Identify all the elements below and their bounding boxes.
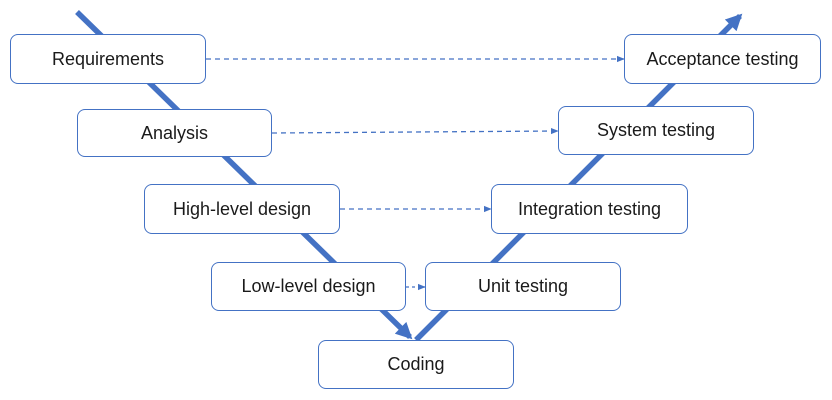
high-level-design-box: High-level design bbox=[144, 184, 340, 234]
link-analysis-system bbox=[271, 127, 559, 135]
system-testing-label: System testing bbox=[596, 120, 716, 140]
low-level-design-label: Low-level design bbox=[241, 276, 376, 296]
requirements-label: Requirements bbox=[51, 48, 165, 69]
unit-testing-box: Unit testing bbox=[425, 262, 621, 311]
coding-label: Coding bbox=[387, 354, 445, 374]
acceptance-testing-label: Acceptance testing bbox=[646, 48, 799, 69]
analysis-box: Analysis bbox=[77, 109, 272, 157]
integration-testing-box: Integration testing bbox=[491, 184, 688, 234]
high-level-design-label: High-level design bbox=[172, 198, 312, 219]
requirements-box: Requirements bbox=[10, 34, 206, 84]
analysis-label: Analysis bbox=[140, 122, 209, 143]
coding-box: Coding bbox=[318, 340, 514, 389]
low-level-design-box: Low-level design bbox=[211, 262, 406, 311]
system-testing-box: System testing bbox=[558, 106, 754, 155]
integration-testing-label: Integration testing bbox=[517, 198, 662, 219]
unit-testing-label: Unit testing bbox=[477, 276, 569, 296]
acceptance-testing-box: Acceptance testing bbox=[624, 34, 821, 84]
